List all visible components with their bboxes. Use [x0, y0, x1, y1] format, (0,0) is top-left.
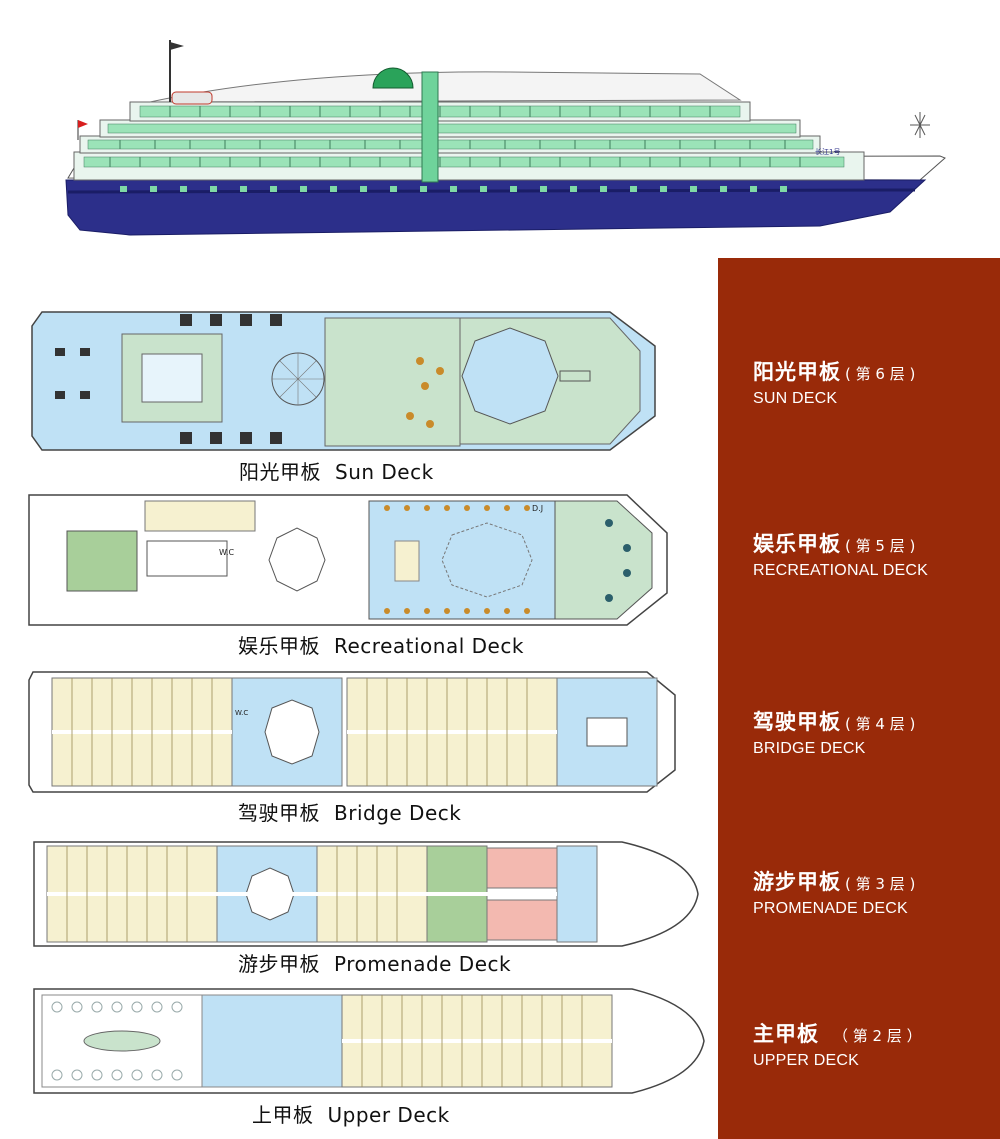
bridge-deck-caption-cn: 驾驶甲板 [238, 801, 320, 825]
upper-deck-caption: 上甲板 Upper Deck [252, 1099, 450, 1128]
legend-recreational-deck-cn: 娱乐甲板 [753, 532, 841, 556]
upper-deck-caption-en: Upper Deck [327, 1103, 450, 1127]
bridge-deck-caption-en: Bridge Deck [334, 801, 462, 825]
legend-promenade-deck: 游步甲板( 第 3 层 ) PROMENADE DECK [753, 866, 915, 918]
sun-deck-caption-en: Sun Deck [335, 460, 434, 484]
upper-deck-plan [33, 988, 705, 1094]
deck-legend-panel: 阳光甲板( 第 6 层 ) SUN DECK 娱乐甲板( 第 5 层 ) REC… [718, 258, 1000, 1139]
legend-promenade-deck-cn: 游步甲板 [753, 870, 841, 894]
legend-sun-deck-cn: 阳光甲板 [753, 360, 841, 384]
ship-side-view: 长江1号 [65, 40, 946, 236]
promenade-deck-caption-cn: 游步甲板 [238, 952, 320, 976]
bridge-wc-label: W.C [235, 709, 248, 717]
legend-bridge-deck-level: ( 第 4 层 ) [845, 715, 916, 733]
legend-sun-deck-level: ( 第 6 层 ) [845, 365, 916, 383]
legend-bridge-deck-en: BRIDGE DECK [753, 740, 866, 757]
promenade-deck-caption-en: Promenade Deck [334, 952, 512, 976]
recreational-deck-caption-cn: 娱乐甲板 [238, 634, 320, 658]
upper-deck-caption-cn: 上甲板 [252, 1103, 314, 1127]
legend-recreational-deck-level: ( 第 5 层 ) [845, 537, 916, 555]
recreational-deck-caption: 娱乐甲板 Recreational Deck [238, 630, 524, 659]
legend-promenade-deck-level: ( 第 3 层 ) [845, 875, 916, 893]
legend-recreational-deck-en: RECREATIONAL DECK [753, 562, 928, 579]
dj-label: D.J [532, 504, 543, 513]
wc-label: W.C [219, 548, 235, 557]
recreational-deck-caption-en: Recreational Deck [334, 634, 524, 658]
sun-deck-caption: 阳光甲板 Sun Deck [239, 456, 434, 485]
promenade-deck-caption: 游步甲板 Promenade Deck [238, 948, 511, 977]
legend-bridge-deck-cn: 驾驶甲板 [753, 710, 841, 734]
legend-upper-deck-level: （ 第 2 层 ） [833, 1027, 922, 1045]
sun-deck-caption-cn: 阳光甲板 [239, 460, 321, 484]
legend-upper-deck-en: UPPER DECK [753, 1052, 860, 1069]
ship-name-label: 长江1号 [815, 147, 840, 156]
recreational-deck-plan: W.C D.J [28, 494, 668, 626]
legend-sun-deck: 阳光甲板( 第 6 层 ) SUN DECK [753, 356, 915, 408]
bridge-deck-plan: W.C [28, 671, 676, 793]
legend-sun-deck-en: SUN DECK [753, 390, 838, 407]
bridge-deck-caption: 驾驶甲板 Bridge Deck [238, 797, 461, 826]
legend-recreational-deck: 娱乐甲板( 第 5 层 ) RECREATIONAL DECK [753, 528, 928, 580]
promenade-deck-plan [33, 841, 699, 947]
legend-upper-deck-cn: 主甲板 [753, 1022, 819, 1046]
legend-promenade-deck-en: PROMENADE DECK [753, 900, 908, 917]
sun-deck-plan [31, 311, 656, 451]
legend-upper-deck: 主甲板 （ 第 2 层 ） UPPER DECK [753, 1018, 922, 1070]
legend-bridge-deck: 驾驶甲板( 第 4 层 ) BRIDGE DECK [753, 706, 915, 758]
